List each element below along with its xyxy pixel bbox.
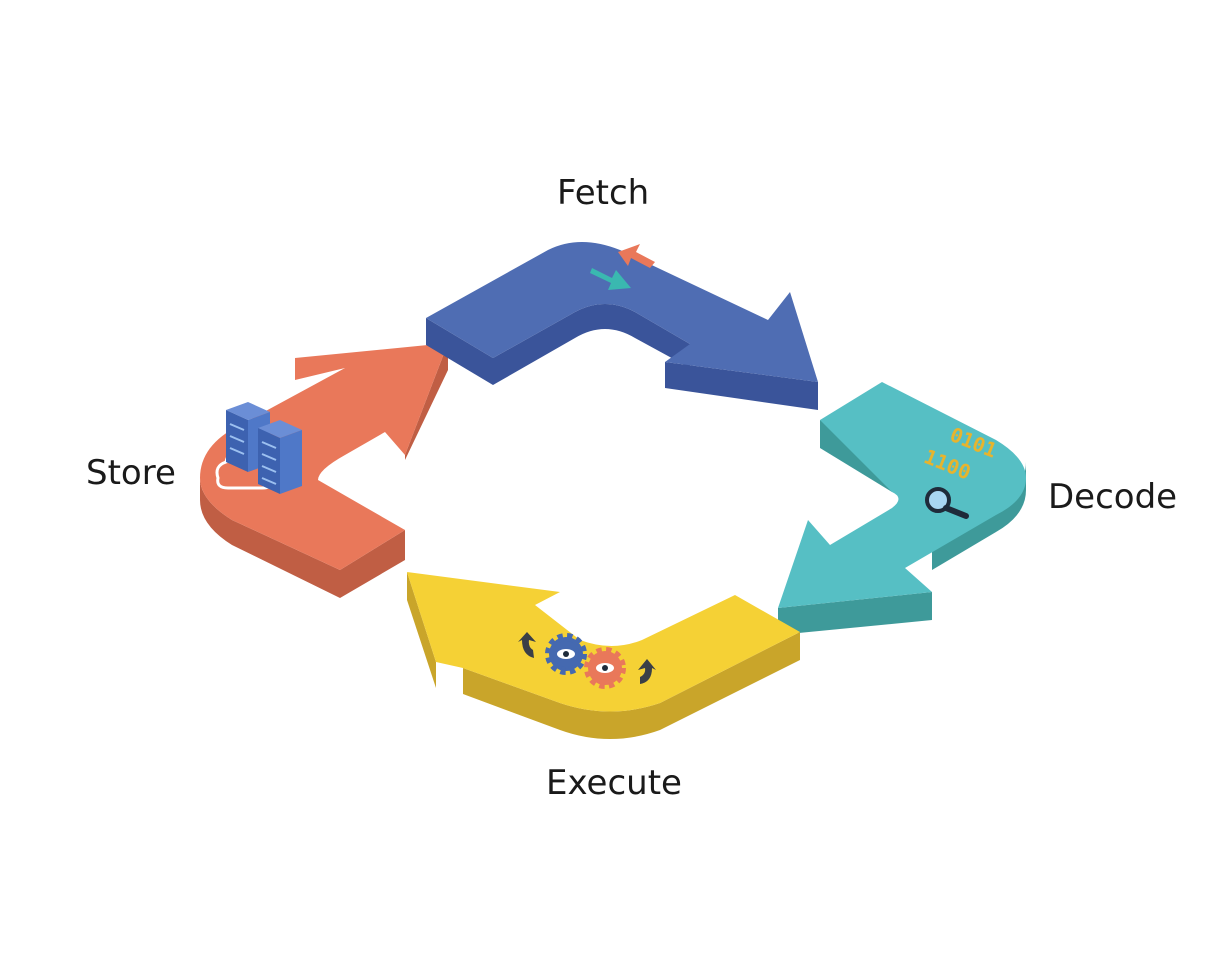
decode-arrow-head-side <box>778 592 932 635</box>
store-arrow <box>200 343 448 598</box>
execute-arrow <box>407 572 800 739</box>
decode-label: Decode <box>1048 477 1178 517</box>
execute-arrow-top <box>407 572 800 712</box>
transfer-arrows-icon <box>590 244 655 290</box>
cloud-server-icon <box>215 402 302 494</box>
gears-icon <box>518 632 656 689</box>
rotate-right-icon <box>638 659 656 684</box>
execute-arrow-head-side <box>407 572 436 688</box>
store-arrow-side <box>200 478 405 598</box>
fetch-arrow-top <box>426 242 818 382</box>
magnifier-handle <box>943 505 969 519</box>
magnifier-lens <box>925 487 951 513</box>
store-label: Store <box>86 453 176 493</box>
fetch-arrow-side-left <box>426 318 493 385</box>
store-arrow-top <box>200 343 448 570</box>
execute-label: Execute <box>546 763 682 803</box>
store-arrow-head-side <box>405 343 448 460</box>
orange-gear-icon <box>584 647 626 689</box>
blue-gear-icon <box>545 633 587 675</box>
fetch-arrow <box>426 242 818 410</box>
decode-arrow-top <box>778 382 1026 608</box>
server-icon-right <box>258 420 302 494</box>
decode-arrow <box>778 382 1026 635</box>
fetch-arrow-side-inner <box>493 304 690 385</box>
fetch-arrow-head-side <box>665 362 818 410</box>
rotate-left-icon <box>518 632 536 658</box>
fetch-label: Fetch <box>557 173 650 213</box>
execute-arrow-side-front <box>463 632 800 739</box>
